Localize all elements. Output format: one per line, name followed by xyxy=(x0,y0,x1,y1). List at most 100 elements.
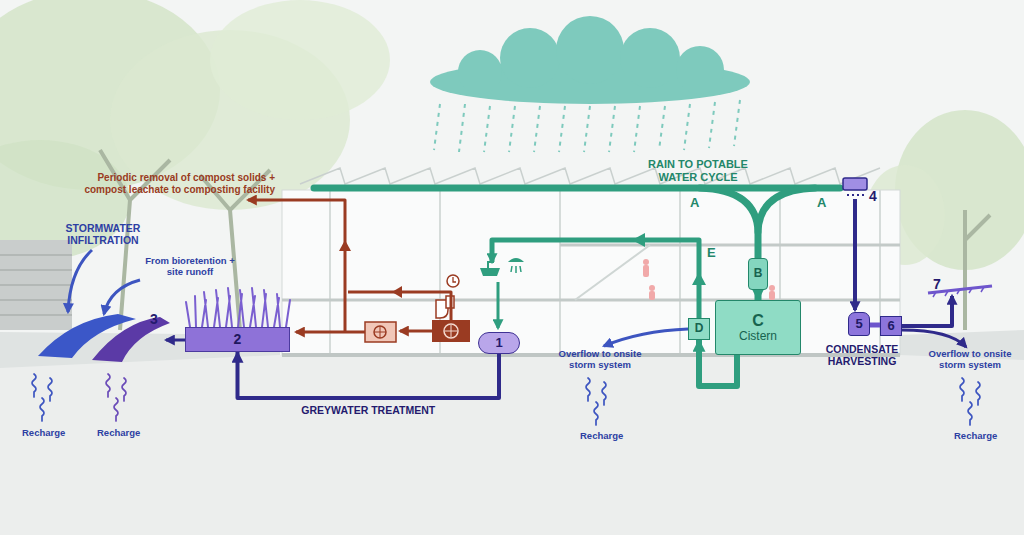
fixture-icons-part xyxy=(511,266,521,273)
rain-cloud-part xyxy=(620,28,680,88)
callout-letter: A xyxy=(817,196,826,211)
callout-number: 3 xyxy=(150,311,158,327)
note-text: Recharge xyxy=(580,431,623,442)
neighbour-building xyxy=(0,240,72,330)
compost-system-part xyxy=(339,240,351,251)
compost-system-part xyxy=(444,324,458,338)
node-label: D xyxy=(695,322,704,335)
recharge-squiggles-part xyxy=(960,378,980,425)
infiltration-swales-part xyxy=(92,317,170,362)
ground-part xyxy=(0,355,1024,535)
recharge-squiggles-part xyxy=(106,374,126,421)
overflow-arrows-part xyxy=(604,329,688,346)
callout-letter: E xyxy=(707,246,716,261)
building-part xyxy=(282,190,900,355)
callout-number: 7 xyxy=(933,276,941,292)
rain-pipe-part xyxy=(314,185,840,192)
fixture-icons-part xyxy=(497,282,500,328)
compost-system-part xyxy=(453,277,456,282)
section-title: CONDENSATE HARVESTING xyxy=(812,343,912,367)
rain-cloud-part xyxy=(556,16,624,84)
compost-system-part xyxy=(296,331,365,334)
people-figures-part xyxy=(643,265,649,277)
infiltration-swales-part xyxy=(104,280,140,314)
note-text: From bioretention + site runoff xyxy=(140,256,240,278)
infiltration-swales-part xyxy=(68,250,92,312)
node-label: 6 xyxy=(887,319,894,333)
condensate-system-part xyxy=(848,194,863,196)
fixture-icons-part xyxy=(488,262,494,268)
people-figures-part xyxy=(649,285,655,291)
compost-system-part xyxy=(374,326,386,338)
recharge-squiggles-part xyxy=(32,374,52,421)
building-part xyxy=(300,168,880,184)
pipe-connector xyxy=(870,323,880,328)
compost-system-part xyxy=(400,330,432,333)
greywater-tank: 1 xyxy=(478,332,520,354)
note-text: Recharge xyxy=(22,428,65,439)
people-figures xyxy=(643,259,775,300)
rain-cloud-part xyxy=(676,46,724,94)
cistern-tank: CCistern xyxy=(715,300,801,355)
pipe-connector xyxy=(755,290,762,300)
rain-drops-part xyxy=(434,100,740,152)
compost-system-part xyxy=(432,320,470,342)
ground xyxy=(0,330,1024,535)
fixture-icons-part xyxy=(508,258,524,262)
node-label: 1 xyxy=(495,336,502,350)
people-figures-part xyxy=(769,285,775,291)
node-label: 5 xyxy=(855,317,862,331)
planter-box: 2 xyxy=(185,327,290,352)
treatment-box: 6 xyxy=(880,316,902,336)
trees-right-part xyxy=(965,210,990,330)
node-sublabel: Cistern xyxy=(739,330,777,343)
building-part xyxy=(560,244,900,247)
connector-label: GREYWATER TREATMENT xyxy=(301,404,435,416)
compost-system-part xyxy=(248,200,345,332)
potable-supply-pipe-part xyxy=(692,272,706,285)
building-part xyxy=(282,299,900,302)
rain-pipe xyxy=(314,188,840,258)
node-label: C xyxy=(752,312,764,330)
recharge-squiggles xyxy=(32,374,980,425)
building-part xyxy=(575,245,650,300)
condensate-system xyxy=(843,178,992,326)
neighbour-building-part xyxy=(0,255,72,315)
infiltration-swales xyxy=(38,250,185,362)
overflow-arrows-part xyxy=(902,330,966,347)
rain-cloud xyxy=(430,16,750,104)
condensate-system-part xyxy=(843,178,867,190)
callout-number: 4 xyxy=(869,188,877,204)
rain-drops xyxy=(434,100,740,152)
note-text: Recharge xyxy=(954,431,997,442)
infiltration-swales-part xyxy=(166,339,185,342)
compost-system-part xyxy=(365,322,396,342)
compost-system-part xyxy=(445,325,457,337)
compost-system-part xyxy=(447,275,459,287)
trees-left-part xyxy=(210,0,390,120)
note-text: Overflow to onsite storm system xyxy=(918,349,1022,371)
potable-supply-pipe-part xyxy=(492,240,699,318)
node-label: 2 xyxy=(234,332,242,347)
pump-box: D xyxy=(688,318,710,340)
fixture-icons-part xyxy=(480,268,500,276)
building-part xyxy=(330,190,880,355)
note-text: Periodic removal of compost solids + com… xyxy=(78,172,275,195)
recharge-squiggles-part xyxy=(586,378,606,425)
rain-cloud-part xyxy=(500,28,560,88)
condensate-system-part xyxy=(853,199,857,310)
bioretention-planting xyxy=(186,288,290,327)
compost-system-part xyxy=(392,286,402,298)
note-text: Recharge xyxy=(97,428,140,439)
people-figures-part xyxy=(649,291,655,300)
rain-pipe-part xyxy=(758,188,815,232)
note-text: Overflow to onsite storm system xyxy=(545,349,655,371)
condensate-tank: 5 xyxy=(848,312,870,336)
node-label: B xyxy=(754,267,763,280)
section-title: STORMWATER INFILTRATION xyxy=(48,222,158,246)
neighbour-building-part xyxy=(0,240,72,330)
